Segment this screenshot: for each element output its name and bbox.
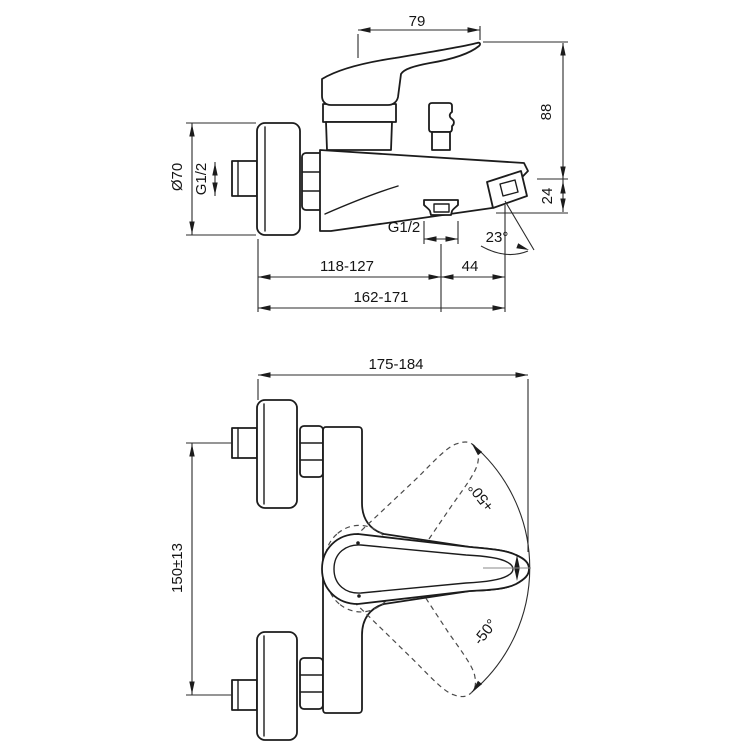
dim-swing-up-label: +50° (465, 479, 498, 514)
hex-nut-top-facets (299, 442, 324, 461)
dim-spout-angle-label: 23° (486, 229, 509, 246)
lever-top-face-plan (333, 544, 514, 594)
wall-flange-bottom (256, 631, 298, 741)
cartridge-collar (325, 121, 393, 151)
hex-nut-bottom-facets (299, 674, 324, 693)
aerator (486, 170, 528, 209)
faucet-body (319, 149, 529, 232)
dim-outlet-thread-label: G1/2 (388, 219, 421, 236)
lever-handle (321, 41, 481, 106)
aerator-face (499, 179, 519, 197)
lever-index-dot-top (356, 541, 360, 545)
lever-handle-plan (321, 533, 530, 605)
plan-view: 175-184 150±13 +50° -50° (169, 356, 531, 741)
inlet-nipple-bottom (231, 679, 258, 711)
side-view-dimension-lines (186, 26, 568, 312)
side-view: 79 88 24 Ø70 G1/2 G1/2 23° 118-127 44 16… (169, 13, 568, 312)
diverter-knob (428, 102, 455, 133)
dim-overall-depth-label: 175-184 (368, 356, 423, 373)
dim-outlet-to-spout-label: 44 (462, 258, 479, 275)
dim-handle-reach-label: 79 (409, 13, 426, 30)
wall-flange (256, 122, 301, 236)
dim-swing-down-label: -50° (470, 616, 500, 648)
dim-wall-to-spout-label: 162-171 (353, 289, 408, 306)
diverter-stem (431, 131, 451, 151)
dim-spout-drop-label: 24 (539, 188, 556, 205)
dim-inlet-thread-label: G1/2 (193, 163, 210, 196)
handle-base-cap (322, 103, 397, 123)
inlet-nipple (231, 160, 258, 197)
union-hex-nut-bottom (299, 657, 324, 710)
inlet-nipple-top (231, 427, 258, 459)
union-hex-nut-top (299, 425, 324, 478)
lever-index-dot-bottom (357, 594, 361, 598)
dim-wall-to-outlet-label: 118-127 (320, 258, 374, 275)
dim-flange-diameter-label: Ø70 (169, 163, 186, 191)
dim-inlet-centres-label: 150±13 (169, 543, 186, 593)
dim-overall-height-label: 88 (538, 104, 555, 121)
body-contour-line (324, 185, 399, 215)
shower-outlet-thread-face (433, 203, 450, 213)
plan-view-dimension-lines (186, 374, 529, 696)
wall-flange-top (256, 399, 298, 509)
